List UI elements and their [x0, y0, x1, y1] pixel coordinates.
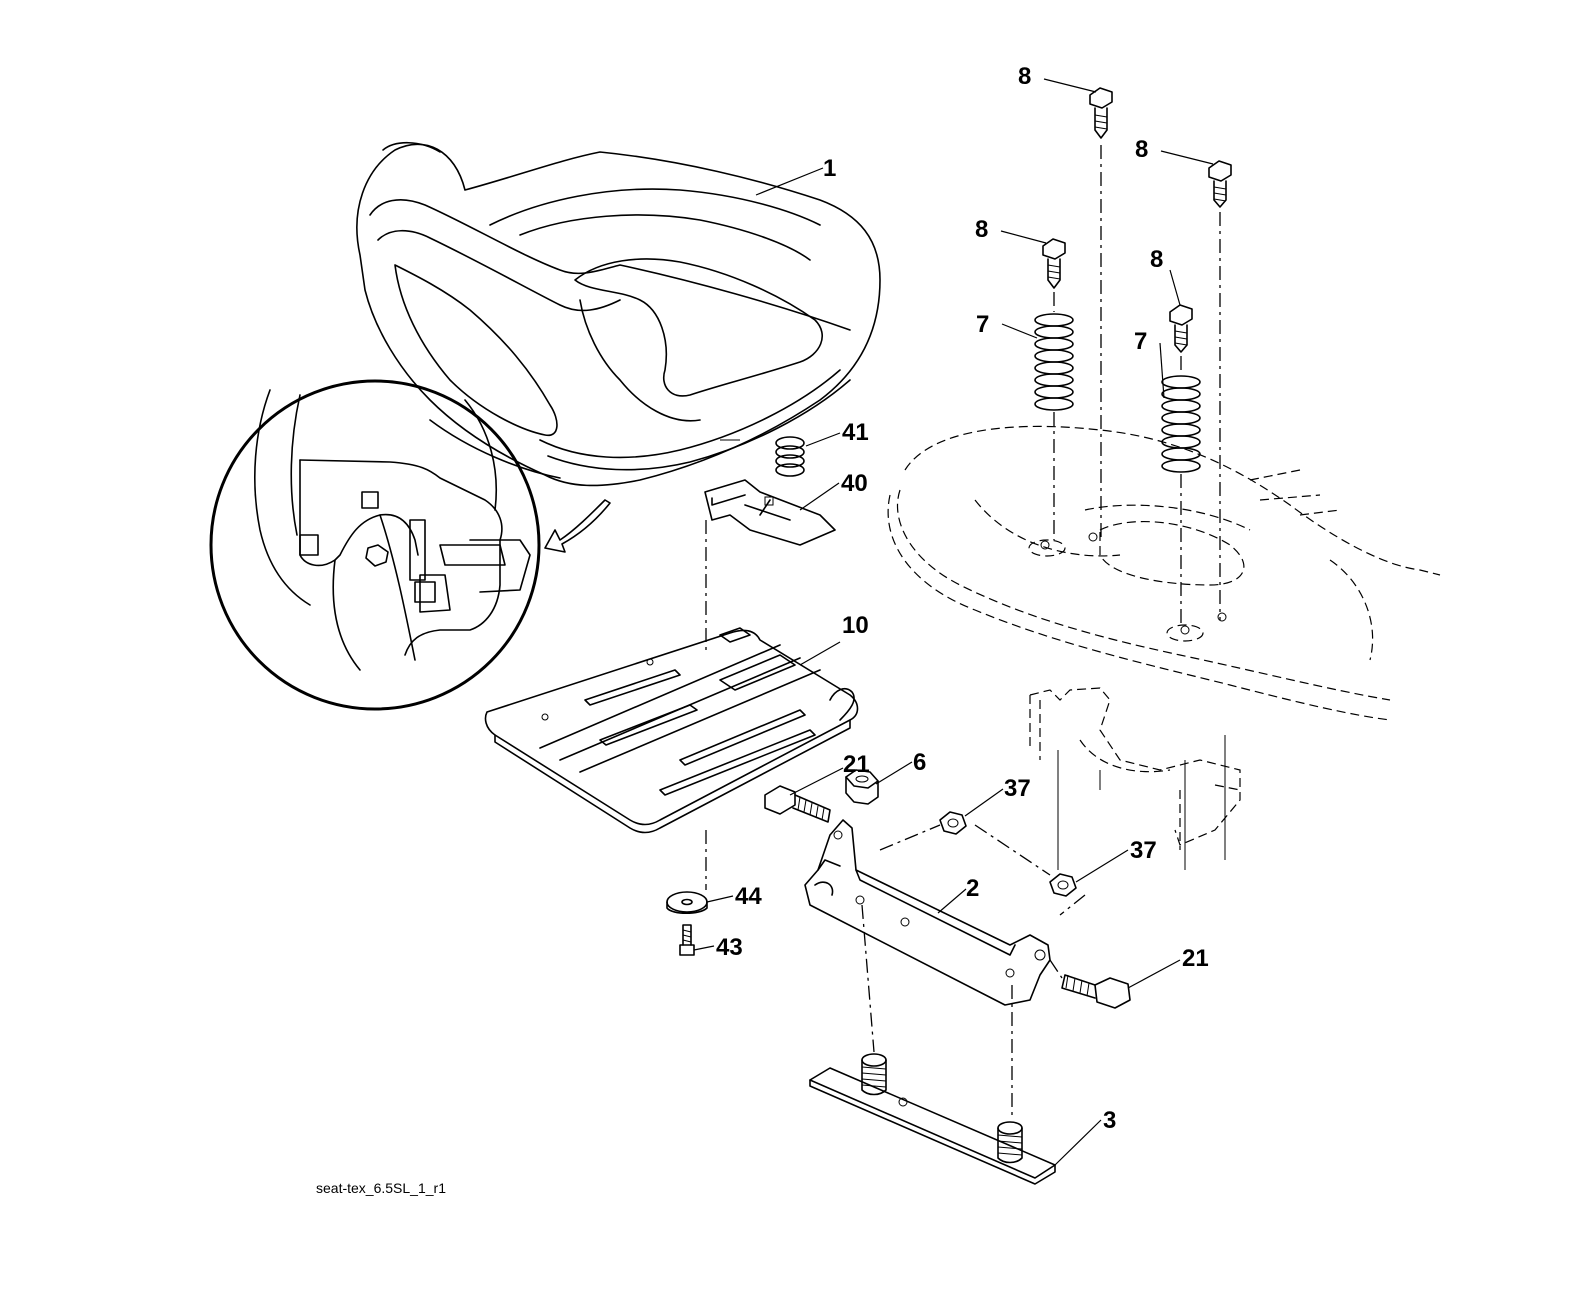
leader-lines	[693, 78, 1214, 1166]
assembly-centerlines	[705, 145, 1221, 1120]
spring-part-7-right	[1161, 375, 1201, 473]
callout-3: 3	[1103, 1107, 1116, 1134]
bolt-part-21-right	[1061, 974, 1131, 1009]
bolt-part-8-b	[1208, 160, 1232, 208]
bolt-part-21-left	[764, 785, 831, 823]
callout-2: 2	[966, 875, 979, 902]
callout-21-b: 21	[1182, 945, 1209, 972]
callout-44: 44	[735, 883, 762, 910]
screw-part-43	[679, 924, 695, 956]
bolt-part-8-d	[1169, 304, 1193, 353]
callout-43: 43	[716, 934, 743, 961]
nut-part-37-upper	[939, 811, 967, 835]
clip-part-40	[704, 479, 836, 546]
spring-part-7-left	[1034, 313, 1074, 411]
bolt-part-8-c	[1042, 238, 1066, 289]
detail-inset	[209, 379, 611, 711]
callout-6: 6	[913, 749, 926, 776]
frame-outline	[887, 425, 1441, 870]
seat-pan-part-10	[484, 627, 859, 834]
drawing-id-caption: seat-tex_6.5SL_1_r1	[316, 1180, 446, 1196]
callout-8-c: 8	[975, 216, 988, 243]
callout-1: 1	[823, 155, 836, 182]
callout-7-b: 7	[1134, 328, 1147, 355]
callout-7-a: 7	[976, 311, 989, 338]
callout-labels: 1 8 8 8 8 7 7 41 40 10 21 6 37 37 2 44 4…	[716, 63, 1209, 1134]
nut-part-6	[845, 769, 879, 805]
spring-part-41	[775, 436, 805, 477]
washer-part-44	[666, 891, 708, 915]
bolt-part-8-a	[1089, 87, 1113, 139]
callout-40: 40	[841, 470, 868, 497]
plate-part-3	[809, 1053, 1056, 1185]
seat-part-1	[356, 141, 881, 487]
nut-part-37-lower	[1049, 873, 1077, 897]
callout-37-b: 37	[1130, 837, 1157, 864]
bracket-part-2	[804, 819, 1051, 1006]
callout-8-d: 8	[1150, 246, 1163, 273]
callout-41: 41	[842, 419, 869, 446]
callout-8-a: 8	[1018, 63, 1031, 90]
callout-21-a: 21	[843, 751, 870, 778]
callout-10: 10	[842, 612, 869, 639]
callout-8-b: 8	[1135, 136, 1148, 163]
callout-37-a: 37	[1004, 775, 1031, 802]
